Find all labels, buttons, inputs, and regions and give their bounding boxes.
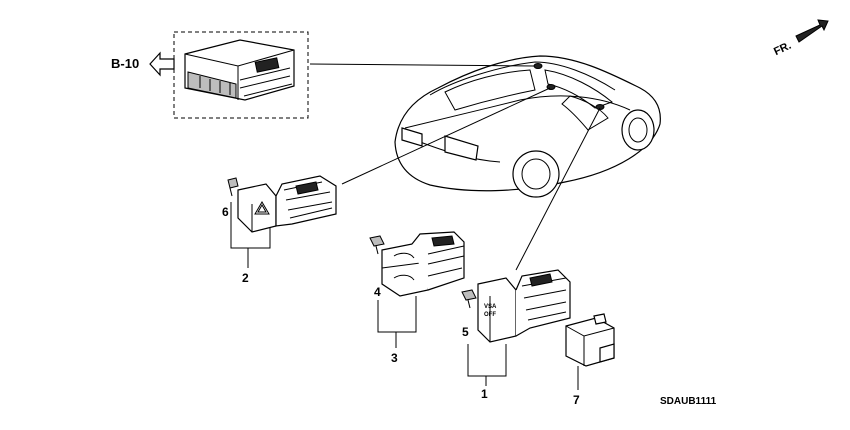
front-arrow-icon	[795, 19, 829, 43]
control-unit	[173, 31, 309, 119]
screw-icon	[369, 235, 385, 247]
screw-icon	[461, 289, 477, 301]
blank-cover	[565, 313, 615, 367]
direction-indicator: FR.	[772, 19, 829, 58]
callout-5: 5	[462, 325, 469, 339]
control-unit-dashed-box	[173, 31, 309, 119]
callout-3: 3	[391, 351, 398, 365]
vehicle-illustration	[394, 55, 661, 198]
hazard-switch	[227, 175, 337, 233]
callout-7: 7	[573, 393, 580, 407]
vsa-off-switch: VSA OFF	[461, 269, 571, 343]
diagram-code: SDAUB1111	[660, 396, 717, 407]
callout-1: 1	[481, 387, 488, 401]
callout-6: 6	[222, 205, 229, 219]
left-arrow-icon	[149, 51, 175, 77]
callout-2: 2	[242, 271, 249, 285]
vsa-label-line1: VSA	[484, 304, 497, 310]
ref-arrow-label: B-10	[111, 56, 139, 71]
dual-switch	[369, 231, 465, 297]
screw-icon	[227, 177, 239, 189]
direction-label: FR.	[772, 40, 793, 58]
vsa-label-line2: OFF	[484, 312, 496, 318]
callout-4: 4	[374, 285, 381, 299]
ref-arrow-b10[interactable]: B-10	[111, 51, 175, 77]
hazard-triangle-icon	[254, 201, 270, 215]
